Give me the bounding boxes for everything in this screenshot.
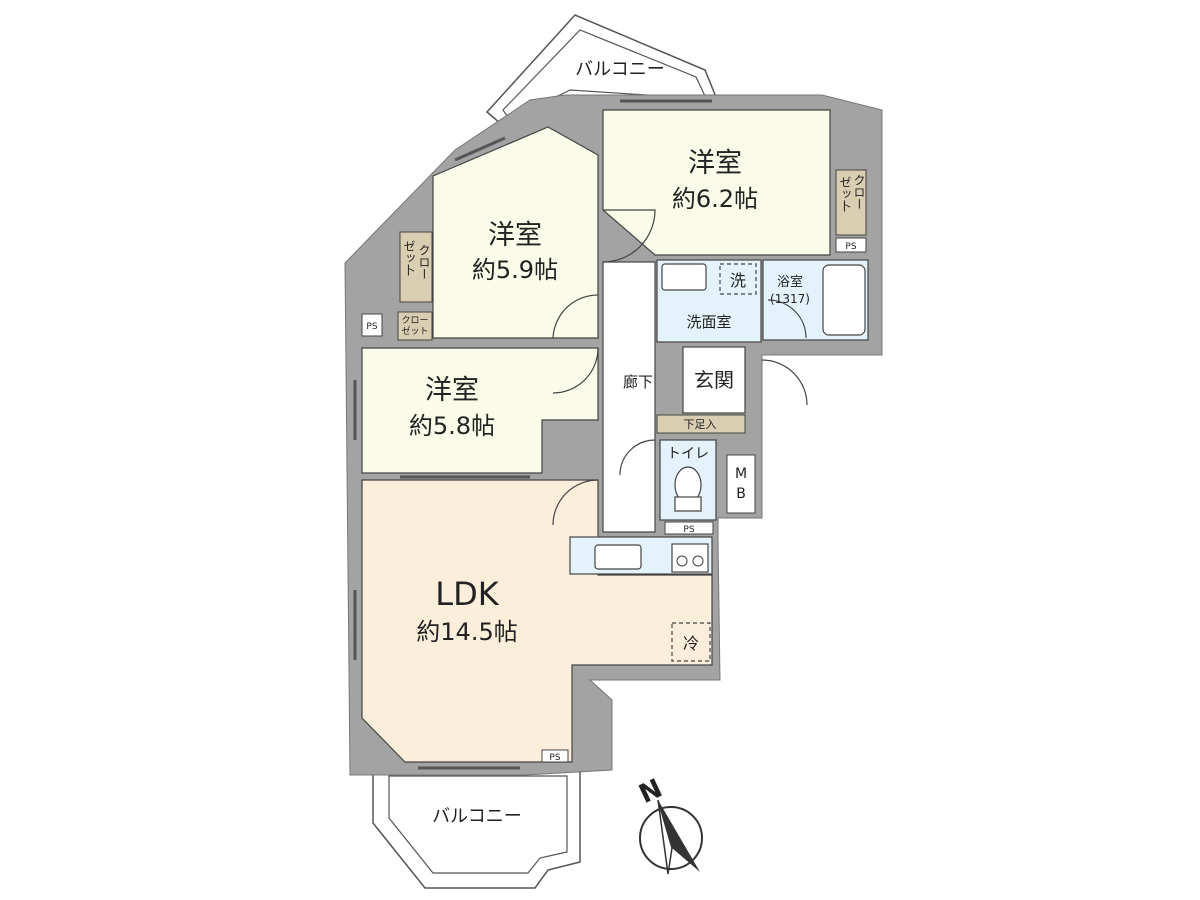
closet-right-label-2: クロー xyxy=(852,174,866,210)
stove-burner xyxy=(692,555,704,567)
room-area-western-low: 約5.8帖 xyxy=(409,412,495,440)
bathtub xyxy=(822,264,866,336)
fridge-space xyxy=(671,622,711,662)
washroom-label: 洗面室 xyxy=(686,313,731,331)
sink xyxy=(594,544,642,570)
ps-box xyxy=(361,313,383,337)
compass: N xyxy=(635,774,703,875)
room-area-western-top: 約6.2帖 xyxy=(672,185,758,213)
ps-box xyxy=(541,749,569,763)
closet-right xyxy=(835,169,867,236)
ps-label: PS xyxy=(366,322,377,332)
washing-machine-space xyxy=(719,263,757,295)
corridor xyxy=(602,261,656,533)
toilet-label: トイレ xyxy=(667,446,709,462)
room-name-western-top: 洋室 xyxy=(688,148,742,179)
compass-circle-icon xyxy=(639,806,703,870)
basin xyxy=(661,263,707,291)
closet-right-label-1: ゼッ卜 xyxy=(838,176,852,212)
toilet-tank xyxy=(674,496,702,512)
closet-left-label-1: ゼッ卜 xyxy=(402,240,416,276)
shoe-box-label: 下足入 xyxy=(684,418,717,431)
compass-needle-icon xyxy=(658,800,700,872)
washing-machine-label: 洗 xyxy=(730,271,746,290)
windows xyxy=(353,99,712,770)
stove-burner xyxy=(676,555,688,567)
balcony-bottom: バルコニー xyxy=(372,769,581,889)
shoe-box xyxy=(656,414,746,434)
closet-small xyxy=(397,311,433,341)
ps-box xyxy=(664,521,714,535)
fridge-label: 冷 xyxy=(683,634,699,653)
balcony-top-label: バルコニー xyxy=(575,59,665,80)
closet-left xyxy=(399,231,433,303)
closet-left-label-2: クロー xyxy=(417,244,431,280)
corridor-label: 廊下 xyxy=(623,373,653,391)
balcony-bottom-label: バルコニー xyxy=(432,806,522,827)
room-western-mid xyxy=(432,126,599,339)
ps-box xyxy=(835,237,867,253)
room-area-ldk: 約14.5帖 xyxy=(416,618,517,646)
room-name-ldk: LDK xyxy=(435,575,499,613)
room-entrance xyxy=(682,346,746,414)
mb-box xyxy=(726,454,756,514)
room-ldk xyxy=(361,479,713,763)
ps-label: PS xyxy=(845,242,856,252)
ps-label: PS xyxy=(683,525,694,535)
room-western-top xyxy=(602,109,831,256)
mb-label-bottom: B xyxy=(736,486,746,502)
bath-size: (1317) xyxy=(770,292,810,306)
entrance-label: 玄関 xyxy=(694,368,734,392)
room-area-western-mid: 約5.9帖 xyxy=(472,256,558,284)
ps-label: PS xyxy=(549,753,560,763)
mb-label-top: M xyxy=(735,466,747,482)
room-name-western-mid: 洋室 xyxy=(488,220,542,251)
bath-label: 浴室 xyxy=(777,274,803,290)
compass-north-label: N xyxy=(635,774,667,810)
closet-small-label-1: クロー xyxy=(401,315,428,326)
room-name-western-low: 洋室 xyxy=(425,375,479,406)
door-swings xyxy=(552,209,808,526)
closet-small-label-2: ゼット xyxy=(401,325,428,337)
